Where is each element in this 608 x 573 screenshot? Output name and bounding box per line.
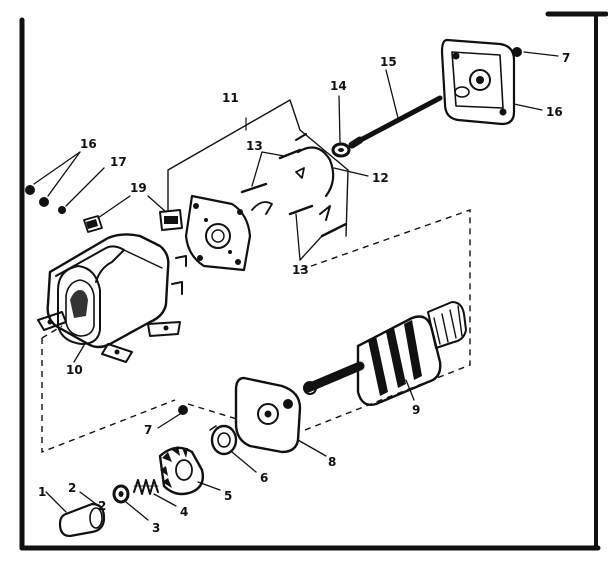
callout-labels: 16 17 19 11 13 12 13 14 15 7 16 10 9 7 8…: [38, 51, 570, 535]
bracket-11: [167, 99, 349, 237]
terminal-icon: [83, 215, 103, 233]
brush-assembly-icon: [240, 133, 348, 238]
collar-icon: [209, 424, 238, 456]
callout-4: 4: [180, 505, 188, 519]
nut-icon: [178, 405, 188, 415]
assembly-dashed-outline: [41, 209, 471, 454]
callout-16-lower: 16: [546, 105, 563, 119]
callout-6: 6: [260, 471, 268, 485]
nuts-washers-icon: [25, 185, 66, 214]
armature-icon: [303, 301, 467, 406]
callout-13-upper: 13: [246, 139, 263, 153]
callout-19: 19: [130, 181, 147, 195]
callout-8: 8: [328, 455, 336, 469]
starter-motor-frame: [37, 233, 187, 363]
leader-lines: [33, 51, 559, 521]
spring-washer-icon: [112, 484, 130, 504]
callout-16-upper: 16: [80, 137, 97, 151]
callout-1: 1: [38, 485, 46, 499]
callout-2-right: 2: [98, 499, 106, 513]
insulator-icon: [159, 209, 183, 231]
through-bolt-icon: [348, 95, 443, 149]
diagram-frame: [19, 11, 608, 551]
end-cap-icon: [234, 376, 302, 454]
drive-pinion-icon: [158, 446, 205, 496]
callout-7-upper: 7: [562, 51, 570, 65]
callout-2-left: 2: [68, 481, 76, 495]
brush-plate-icon: [184, 194, 252, 272]
end-cover-icon: [440, 38, 516, 126]
washer-icon: [331, 142, 351, 158]
callout-15: 15: [380, 55, 397, 69]
callout-10: 10: [66, 363, 83, 377]
nut-upper-icon: [512, 47, 522, 57]
callout-7-lower: 7: [144, 423, 152, 437]
spring-icon: [133, 479, 159, 495]
dust-cap-icon: [58, 502, 106, 538]
callout-9: 9: [412, 403, 420, 417]
callout-5: 5: [224, 489, 232, 503]
callout-17: 17: [110, 155, 127, 169]
callout-13-lower: 13: [292, 263, 309, 277]
callout-3: 3: [152, 521, 160, 535]
callout-14: 14: [330, 79, 347, 93]
callout-11: 11: [222, 91, 239, 105]
callout-12: 12: [372, 171, 389, 185]
